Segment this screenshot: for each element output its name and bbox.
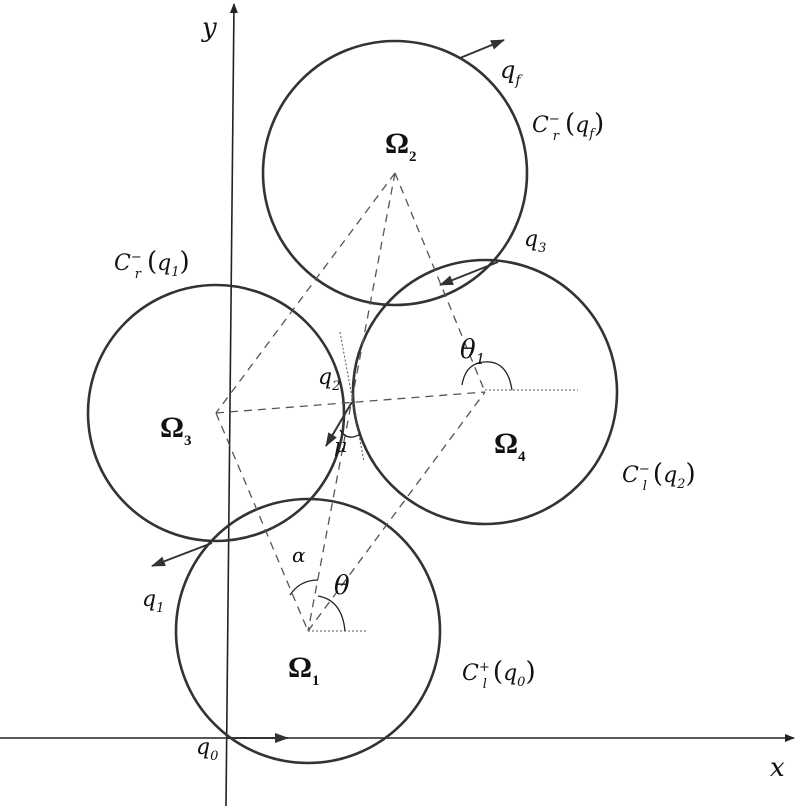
circle-omega-2 — [261, 39, 529, 307]
angle-arc-theta — [317, 595, 346, 632]
label-curve-omega-2: C−r(qf) — [532, 109, 604, 144]
label-curve-omega-4: C−l(q2) — [622, 459, 696, 494]
y-axis — [225, 3, 238, 806]
label-theta-1: θ1 — [460, 335, 485, 368]
vector-q3 — [439, 261, 499, 286]
label-omega-1: Ω1 — [288, 651, 320, 689]
vector-qf — [459, 39, 505, 59]
label-omega-3: Ω3 — [160, 411, 192, 449]
label-omega-4: Ω4 — [494, 427, 526, 465]
label-alpha: α — [292, 543, 306, 567]
circle-omega-4 — [351, 258, 619, 526]
label-q2: q2 — [318, 365, 340, 394]
vector-q2 — [325, 401, 353, 447]
label-mu: μ — [334, 433, 347, 457]
label-q0: q0 — [196, 735, 218, 764]
circle-omega-3 — [86, 283, 346, 543]
vector-q1 — [151, 542, 213, 567]
angle-arc-theta-1 — [461, 361, 513, 391]
label-q1: q1 — [142, 587, 164, 616]
label-qf: qf — [500, 56, 523, 89]
construction-lines — [215, 172, 486, 632]
y-axis-label: y — [201, 13, 217, 43]
angle-arc-mu — [339, 429, 361, 438]
circle-omega-1 — [174, 497, 442, 765]
angle-arc-alpha — [289, 579, 319, 596]
label-curve-omega-3: C−r(q1) — [114, 247, 190, 282]
label-theta: θ — [334, 571, 350, 601]
label-q3: q3 — [524, 227, 546, 256]
x-axis-label: x — [770, 753, 785, 783]
label-omega-2: Ω2 — [385, 127, 417, 165]
label-curve-omega-1: C+l(q0) — [462, 657, 536, 692]
